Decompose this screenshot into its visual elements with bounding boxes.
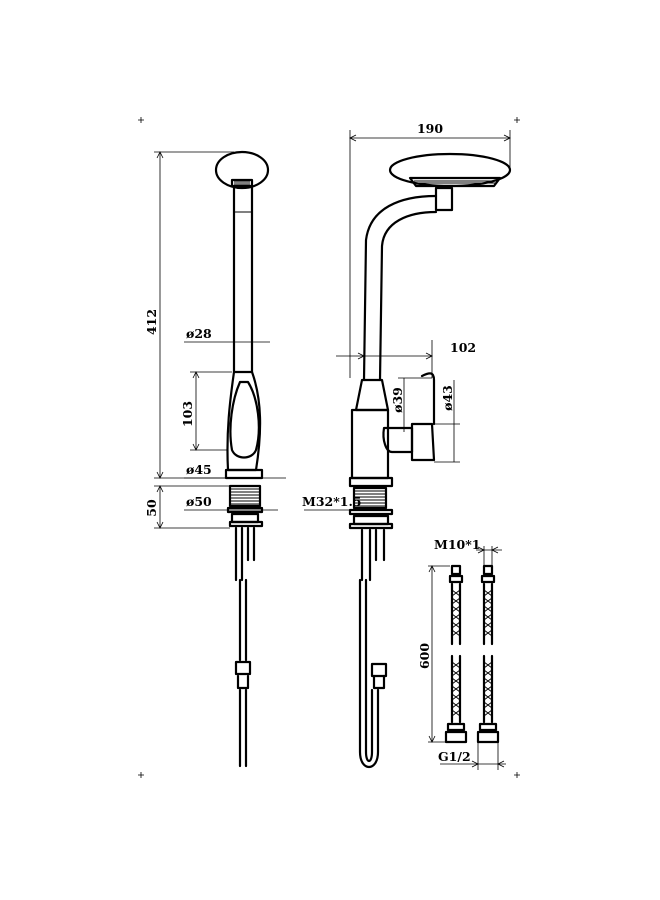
- front-dimensions: [154, 151, 286, 529]
- dim-handle-103: 103: [180, 401, 195, 427]
- side-dimensions: [304, 130, 511, 511]
- dim-spout-28: ø28: [186, 326, 212, 341]
- dim-base-50: ø50: [186, 494, 212, 509]
- dim-hose-connector-g12: G1/2: [438, 749, 471, 764]
- hose-dimensions: [428, 546, 506, 770]
- crop-marks: [138, 117, 520, 778]
- side-view: [348, 152, 512, 769]
- front-view: [214, 150, 270, 768]
- dim-hose-length-600: 600: [417, 643, 432, 669]
- dim-lever-39: ø39: [390, 387, 405, 413]
- hose-detail: [444, 564, 500, 744]
- dim-shank-50: 50: [144, 499, 159, 517]
- dim-thread-m32: M32*1.5: [302, 494, 362, 509]
- dim-handle-reach-102: 102: [450, 340, 476, 355]
- dim-reach-190: 190: [417, 121, 443, 136]
- dim-lever-43: ø43: [440, 385, 455, 411]
- dim-hose-thread-m10: M10*1: [434, 537, 480, 552]
- dim-body-45: ø45: [186, 462, 212, 477]
- dim-height-412: 412: [144, 309, 159, 335]
